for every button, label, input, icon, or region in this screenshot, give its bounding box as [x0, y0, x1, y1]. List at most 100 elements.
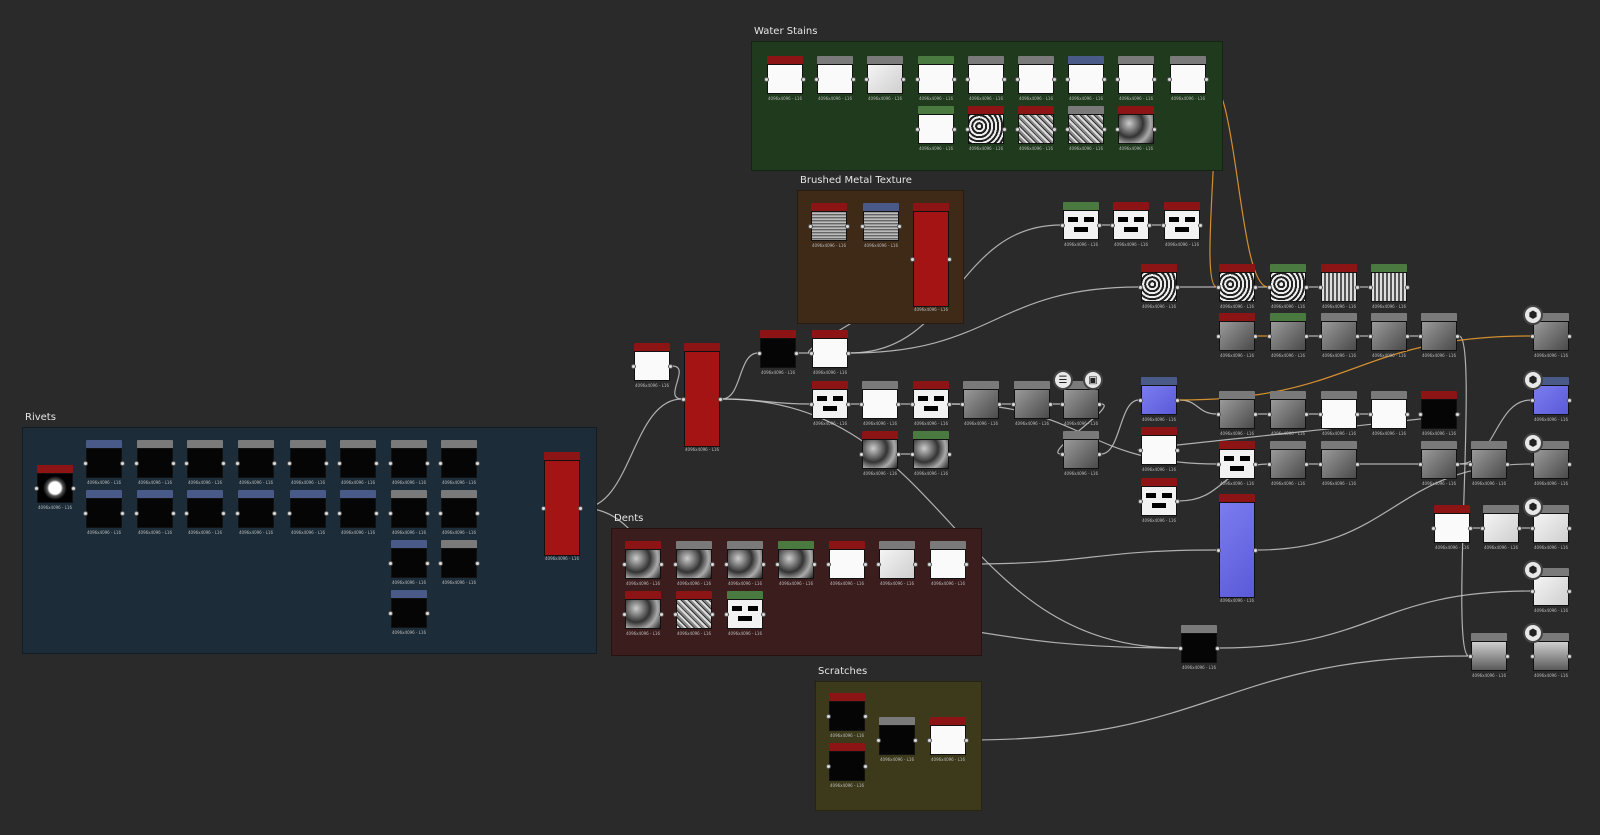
graph-node[interactable]: 4096x4096 - L16	[859, 431, 901, 477]
output-port[interactable]	[710, 562, 715, 567]
graph-node[interactable]: 4096x4096 - L16	[622, 591, 664, 637]
output-port[interactable]	[171, 511, 176, 516]
output-port[interactable]	[947, 402, 952, 407]
graph-node[interactable]: 4096x4096 - L16	[1530, 505, 1572, 551]
input-port[interactable]	[1530, 654, 1535, 659]
output-port[interactable]	[1567, 462, 1572, 467]
output-port[interactable]	[1175, 285, 1180, 290]
input-port[interactable]	[910, 257, 915, 262]
graph-node[interactable]: 4096x4096 - L16	[1138, 478, 1180, 524]
output-port[interactable]	[1175, 398, 1180, 403]
output-port[interactable]	[1355, 462, 1360, 467]
graph-node[interactable]: 4096x4096 - L16	[184, 490, 226, 536]
input-port[interactable]	[337, 461, 342, 466]
document-icon[interactable]: ☰	[1053, 370, 1073, 390]
graph-node[interactable]: 4096x4096 - L16	[622, 541, 664, 587]
output-port[interactable]	[1455, 334, 1460, 339]
graph-node[interactable]: 4096x4096 - L16	[287, 490, 329, 536]
output-port[interactable]	[272, 461, 277, 466]
output-port[interactable]	[997, 402, 1002, 407]
input-port[interactable]	[775, 562, 780, 567]
output-port[interactable]	[1175, 448, 1180, 453]
input-port[interactable]	[184, 511, 189, 516]
graph-node[interactable]: 4096x4096 - L16	[438, 540, 480, 586]
output-port[interactable]	[668, 364, 673, 369]
graph-node[interactable]: 4096x4096 - L16	[1418, 391, 1460, 437]
graph-node[interactable]: 4096x4096 - L16	[876, 717, 918, 763]
input-port[interactable]	[631, 364, 636, 369]
output-port[interactable]	[1567, 398, 1572, 403]
graph-node[interactable]: 4096x4096 - L16	[915, 106, 957, 152]
input-port[interactable]	[1418, 334, 1423, 339]
input-port[interactable]	[1115, 77, 1120, 82]
graph-node[interactable]: 4096x4096 - L16	[673, 541, 715, 587]
output-port[interactable]	[896, 402, 901, 407]
graph-node[interactable]: 4096x4096 - L16	[134, 490, 176, 536]
graph-node[interactable]: 4096x4096 - L16	[859, 381, 901, 427]
graph-node[interactable]: 4096x4096 - L16	[1060, 431, 1102, 477]
input-port[interactable]	[1060, 402, 1065, 407]
input-port[interactable]	[287, 511, 292, 516]
graph-node[interactable]: 4096x4096 - L16	[1318, 313, 1360, 359]
graph-node[interactable]: 4096x4096 - L16	[1318, 264, 1360, 310]
output-port[interactable]	[1455, 412, 1460, 417]
input-port[interactable]	[1368, 285, 1373, 290]
output-port[interactable]	[1405, 412, 1410, 417]
output-port[interactable]	[324, 461, 329, 466]
input-port[interactable]	[826, 714, 831, 719]
input-port[interactable]	[622, 612, 627, 617]
input-port[interactable]	[814, 77, 819, 82]
output-port[interactable]	[801, 77, 806, 82]
input-port[interactable]	[1015, 127, 1020, 132]
graph-node[interactable]: 4096x4096 - L16	[910, 431, 952, 477]
graph-node[interactable]: 4096x4096 - L16	[860, 203, 902, 249]
input-port[interactable]	[438, 561, 443, 566]
output-port[interactable]	[1198, 223, 1203, 228]
output-port[interactable]	[1304, 462, 1309, 467]
input-port[interactable]	[1530, 398, 1535, 403]
output-port[interactable]	[475, 461, 480, 466]
graph-node[interactable]: 4096x4096 - L16	[910, 203, 952, 315]
graph-node[interactable]: 4096x4096 - L16	[1161, 202, 1203, 248]
output-port[interactable]	[846, 351, 851, 356]
output-port[interactable]	[1304, 334, 1309, 339]
input-port[interactable]	[438, 511, 443, 516]
input-port[interactable]	[1216, 462, 1221, 467]
graph-node[interactable]: 4096x4096 - L16	[927, 717, 969, 763]
output-port[interactable]	[1468, 526, 1473, 531]
output-port[interactable]	[71, 486, 76, 491]
output-port[interactable]	[1567, 526, 1572, 531]
graph-node[interactable]: 4096x4096 - L16	[1267, 264, 1309, 310]
input-port[interactable]	[287, 461, 292, 466]
output-port[interactable]	[1002, 77, 1007, 82]
output-port[interactable]	[1567, 654, 1572, 659]
graph-node[interactable]: 4096x4096 - L16	[681, 343, 723, 455]
input-port[interactable]	[1115, 127, 1120, 132]
input-port[interactable]	[757, 351, 762, 356]
graph-node[interactable]: 4096x4096 - L16	[235, 490, 277, 536]
output-port[interactable]	[812, 562, 817, 567]
graph-node[interactable]: 4096x4096 - L16	[1015, 56, 1057, 102]
graph-node[interactable]: 4096x4096 - L16	[864, 56, 906, 102]
graph-node[interactable]: 4096x4096 - L16	[1468, 633, 1510, 679]
output-port[interactable]	[1405, 285, 1410, 290]
graph-node[interactable]: 4096x4096 - L16	[724, 541, 766, 587]
output-port[interactable]	[1505, 462, 1510, 467]
output-port[interactable]	[1355, 285, 1360, 290]
graph-node[interactable]: 4096x4096 - L16	[1065, 106, 1107, 152]
input-port[interactable]	[1216, 548, 1221, 553]
input-port[interactable]	[184, 461, 189, 466]
output-port[interactable]	[475, 561, 480, 566]
graph-node[interactable]: 4096x4096 - L16	[388, 590, 430, 636]
input-port[interactable]	[134, 461, 139, 466]
output-port[interactable]	[1567, 334, 1572, 339]
input-port[interactable]	[1318, 285, 1323, 290]
cube-icon[interactable]: ⬢	[1523, 433, 1543, 453]
input-port[interactable]	[134, 511, 139, 516]
graph-node[interactable]: 4096x4096 - L16	[915, 56, 957, 102]
input-port[interactable]	[235, 461, 240, 466]
output-port[interactable]	[761, 612, 766, 617]
graph-node[interactable]: 4096x4096 - L16	[388, 540, 430, 586]
graph-node[interactable]: 4096x4096 - L16	[1060, 202, 1102, 248]
output-port[interactable]	[897, 224, 902, 229]
